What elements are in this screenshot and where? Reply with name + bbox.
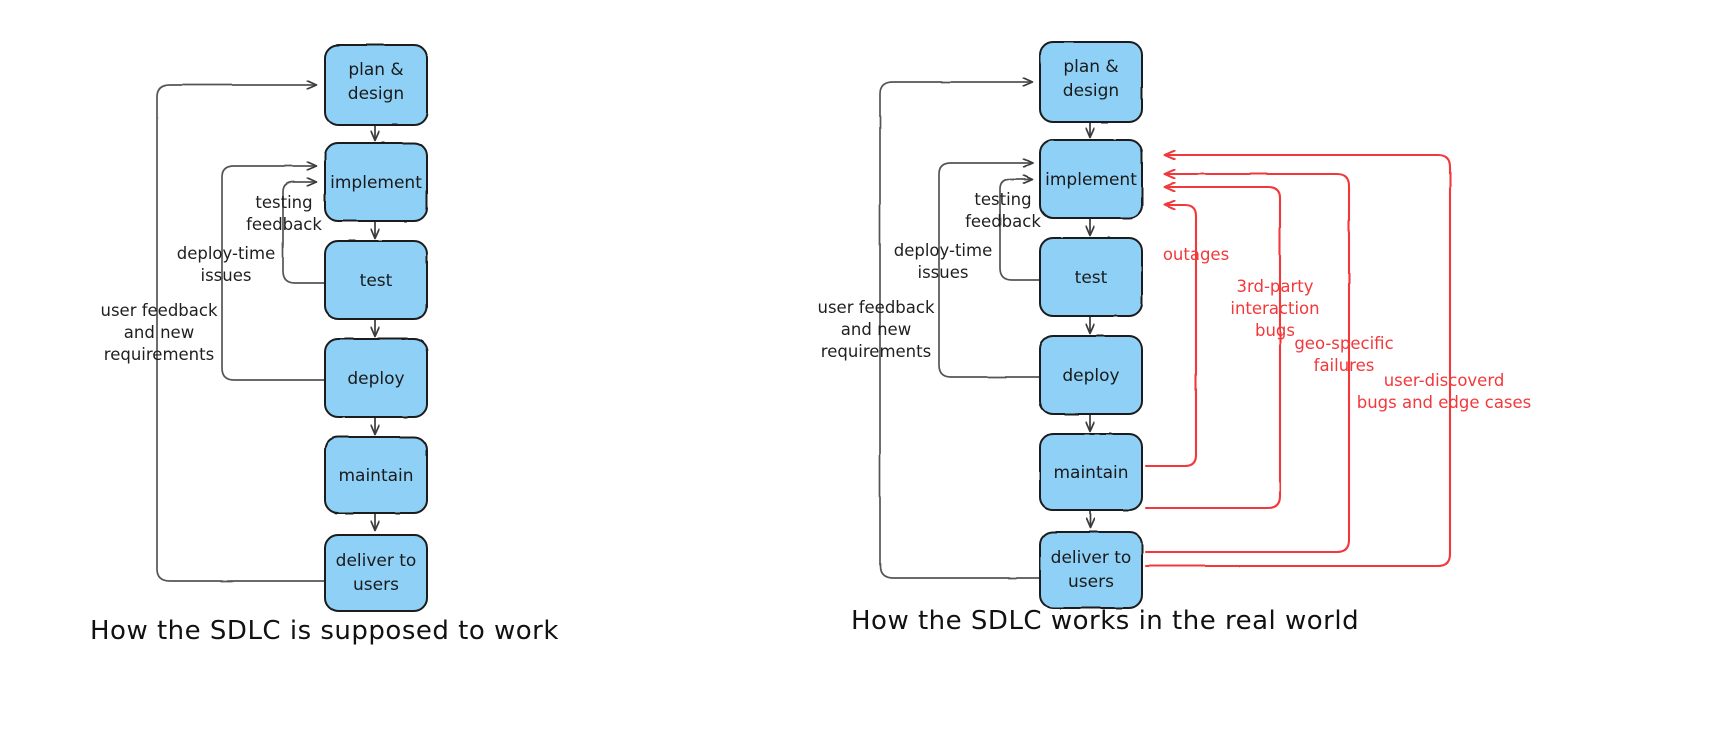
left-node-labels: plan & design implement test deploy main…: [330, 60, 422, 595]
right-red-edges: [1144, 155, 1452, 568]
edge-testing-feedback: [282, 182, 326, 284]
right-edges: [879, 82, 1090, 579]
node-test[interactable]: [1039, 237, 1143, 317]
node-plan-design[interactable]: [1039, 41, 1143, 123]
label-outages: outages: [1163, 245, 1229, 264]
edge-user-discovered-bugs: [1144, 155, 1452, 568]
label-testing-feedback-1: testing: [974, 190, 1031, 209]
label-user-feedback-1: user feedback: [100, 301, 217, 320]
edge-deploy-time-issues: [221, 166, 326, 381]
left-nodes: [324, 44, 428, 612]
node-plan-design[interactable]: [324, 44, 428, 126]
right-red-labels: outages 3rd-party interaction bugs geo-s…: [1163, 245, 1531, 412]
label-3rd-party-1: 3rd-party: [1236, 277, 1313, 296]
node-deliver-to-users[interactable]: [1039, 531, 1143, 609]
node-maintain-label: maintain: [1053, 463, 1128, 483]
node-maintain-label: maintain: [338, 466, 413, 486]
node-implement[interactable]: [1039, 139, 1143, 219]
left-edge-labels: testing feedback deploy-time issues user…: [100, 193, 322, 364]
edge-user-feedback: [156, 85, 326, 582]
edge-testing-feedback: [999, 179, 1041, 281]
label-geo-specific-1: geo-specific: [1294, 334, 1393, 353]
node-test-label: test: [1075, 268, 1108, 288]
node-deploy-label: deploy: [347, 369, 404, 389]
right-edge-labels: testing feedback deploy-time issues user…: [817, 190, 1041, 361]
node-test[interactable]: [324, 240, 428, 320]
node-implement-label: implement: [330, 173, 422, 193]
label-deploy-time-issues-2: issues: [918, 263, 969, 282]
label-testing-feedback-2: feedback: [965, 212, 1041, 231]
edge-outages: [1144, 205, 1198, 468]
node-plan-design-label-2: design: [1063, 81, 1119, 101]
left-caption: How the SDLC is supposed to work: [90, 616, 559, 646]
label-deploy-time-issues-2: issues: [201, 266, 252, 285]
node-maintain[interactable]: [1039, 433, 1143, 511]
label-user-feedback-2: and new: [124, 323, 194, 342]
node-deploy[interactable]: [1039, 335, 1143, 415]
node-implement-label: implement: [1045, 170, 1137, 190]
left-diagram: plan & design implement test deploy main…: [90, 44, 559, 646]
label-testing-feedback-1: testing: [255, 193, 312, 212]
node-deliver-to-users-label-2: users: [353, 575, 399, 595]
edge-user-feedback: [879, 82, 1041, 579]
label-3rd-party-3: bugs: [1255, 321, 1295, 340]
right-diagram: plan & design implement test deploy main…: [817, 41, 1531, 636]
node-deliver-to-users-label-2: users: [1068, 572, 1114, 592]
node-plan-design-label-2: design: [348, 84, 404, 104]
right-node-labels: plan & design implement test deploy main…: [1045, 57, 1137, 592]
left-edges: [156, 85, 375, 582]
label-user-feedback-2: and new: [841, 320, 911, 339]
label-deploy-time-issues-1: deploy-time: [894, 241, 992, 260]
edge-deploy-time-issues: [938, 163, 1041, 378]
edge-3rd-party-interaction-bugs: [1144, 187, 1282, 510]
label-user-discovered-2: bugs and edge cases: [1357, 393, 1532, 412]
edge-geo-specific-failures: [1144, 174, 1351, 554]
right-nodes: [1039, 41, 1143, 609]
label-user-feedback-1: user feedback: [817, 298, 934, 317]
label-3rd-party-2: interaction: [1230, 299, 1319, 318]
label-user-feedback-3: requirements: [104, 345, 214, 364]
node-deliver-to-users-label-1: deliver to: [336, 551, 417, 571]
label-user-discovered-1: user-discoverd: [1384, 371, 1505, 390]
label-geo-specific-2: failures: [1314, 356, 1375, 375]
node-deploy[interactable]: [324, 338, 428, 418]
node-test-label: test: [360, 271, 393, 291]
node-plan-design-label-1: plan &: [1063, 57, 1118, 77]
node-maintain[interactable]: [324, 436, 428, 514]
label-testing-feedback-2: feedback: [246, 215, 322, 234]
label-deploy-time-issues-1: deploy-time: [177, 244, 275, 263]
right-caption: How the SDLC works in the real world: [851, 606, 1359, 636]
node-plan-design-label-1: plan &: [348, 60, 403, 80]
node-deliver-to-users[interactable]: [324, 534, 428, 612]
node-deploy-label: deploy: [1062, 366, 1119, 386]
node-deliver-to-users-label-1: deliver to: [1051, 548, 1132, 568]
node-implement[interactable]: [324, 142, 428, 222]
label-user-feedback-3: requirements: [821, 342, 931, 361]
